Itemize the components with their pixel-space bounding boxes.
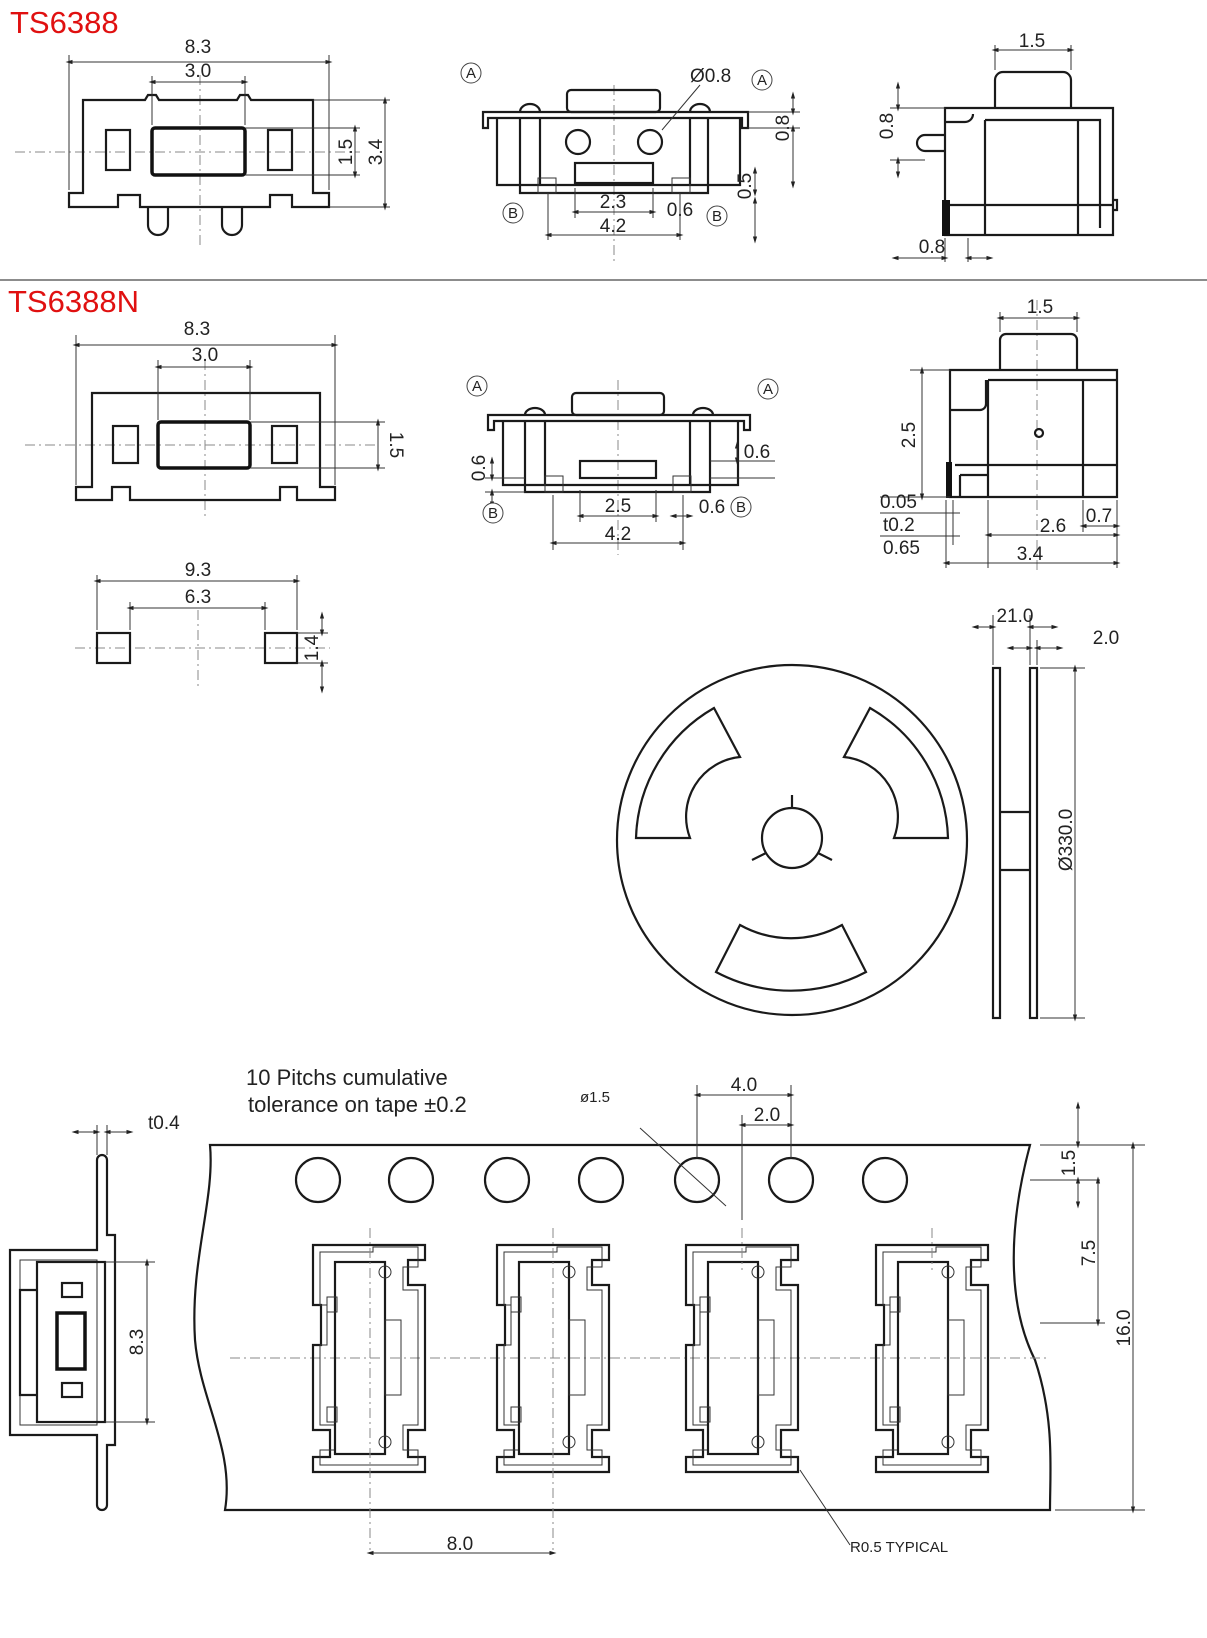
dim-terminal: 0.8 <box>919 237 945 258</box>
ref-a-left: A <box>466 65 476 82</box>
dim-body: 2.6 <box>1040 516 1066 537</box>
dim-thickness: t0.2 <box>883 515 915 536</box>
dim-outer-width: 4.2 <box>600 216 626 237</box>
dim-button-width: 3.0 <box>185 61 211 82</box>
ts6388-end-view: 1.5 0.8 0.8 <box>877 31 1119 262</box>
dim-button-height: 1.5 <box>385 432 406 458</box>
dim-depth: 3.4 <box>1017 544 1044 565</box>
ref-b-left: B <box>488 505 498 522</box>
dim-hole-offset: 2.0 <box>754 1105 780 1126</box>
tolerance-note-line1: 10 Pitchs cumulative <box>246 1065 448 1090</box>
dim-reel-width: 21.0 <box>997 606 1034 627</box>
dim-inner: 6.3 <box>185 587 211 608</box>
dim-center: 7.5 <box>1079 1240 1100 1266</box>
tape-profile: t0.4 8.3 <box>8 1113 180 1512</box>
dim-hole-dia: Ø0.8 <box>690 66 731 87</box>
dim-offset: 0.65 <box>883 538 920 559</box>
ref-a-right: A <box>757 72 767 89</box>
dim-width: 8.3 <box>184 319 210 340</box>
ref-b-right: B <box>712 208 722 225</box>
dim-tape-width: 16.0 <box>1114 1310 1135 1347</box>
ts6388-side-view: A A B B Ø0.8 0.8 0.5 2.3 0.6 4.2 <box>460 62 800 265</box>
ts6388n-side-view: A A B B 0.6 0.6 2.5 0.6 4.2 <box>466 375 779 555</box>
dim-pitch: 8.0 <box>447 1534 473 1555</box>
dim-button-width: 1.5 <box>1019 31 1045 52</box>
dim-pad-height: 1.4 <box>302 634 323 661</box>
dim-outer: 9.3 <box>185 560 211 581</box>
dim-bottom-offset: 0.5 <box>735 173 756 199</box>
sprocket-holes <box>294 1156 909 1204</box>
dim-reel-diameter: Ø330.0 <box>1056 809 1077 871</box>
dim-height: 2.5 <box>899 422 920 448</box>
ts6388n-end-view: 1.5 2.5 0.05 t0.2 0.65 2.6 0.7 3.4 <box>880 297 1121 570</box>
dim-left-height: 0.6 <box>469 455 490 481</box>
ref-b-right: B <box>736 499 746 516</box>
ts6388n-front-view: 8.3 3.0 1.5 <box>25 319 406 520</box>
dim-height: 3.4 <box>366 138 387 165</box>
dim-foot: 0.6 <box>699 497 725 518</box>
dim-width: 8.3 <box>185 37 211 58</box>
dim-button-height: 0.8 <box>877 113 898 139</box>
dim-right-height: 0.6 <box>744 442 770 463</box>
reel-side-view: 21.0 2.0 Ø330.0 <box>971 606 1119 1022</box>
carrier-tape: 10 Pitchs cumulative tolerance on tape ±… <box>193 1065 1145 1556</box>
ref-a-left: A <box>472 378 482 395</box>
reel-front-view <box>615 663 969 1017</box>
title-ts6388: TS6388 <box>10 5 119 40</box>
title-ts6388n: TS6388N <box>8 284 139 319</box>
tape-pocket <box>311 1243 427 1474</box>
dim-outer-width: 4.2 <box>605 524 631 545</box>
tolerance-note-line2: tolerance on tape ±0.2 <box>248 1092 467 1117</box>
tape-pocket <box>684 1243 800 1474</box>
ref-a-right: A <box>763 381 773 398</box>
ts6388-front-view: 8.3 3.0 1.5 3.4 <box>15 37 390 248</box>
radius-note: R0.5 TYPICAL <box>850 1539 948 1556</box>
dim-pocket: 8.3 <box>127 1329 148 1355</box>
dim-rear: 0.7 <box>1086 506 1112 527</box>
dim-hole-dia: ø1.5 <box>580 1089 610 1106</box>
dim-hole-pitch: 4.0 <box>731 1075 757 1096</box>
dim-tape-thickness: t0.4 <box>148 1113 180 1134</box>
dim-gap: 0.05 <box>880 492 917 513</box>
dim-button-width: 1.5 <box>1027 297 1053 318</box>
dim-edge: 1.5 <box>1059 1150 1080 1176</box>
dim-flange: 2.0 <box>1093 628 1119 649</box>
ref-b-left: B <box>508 205 518 222</box>
dim-inner-width: 2.5 <box>605 496 631 517</box>
dim-inner-width: 2.3 <box>600 192 626 213</box>
dim-top-offset: 0.8 <box>773 115 794 141</box>
ts6388n-footprint: 9.3 6.3 1.4 <box>75 560 330 694</box>
dim-button-width: 3.0 <box>192 345 218 366</box>
dim-foot: 0.6 <box>667 200 693 221</box>
dim-button-height: 1.5 <box>336 139 357 165</box>
